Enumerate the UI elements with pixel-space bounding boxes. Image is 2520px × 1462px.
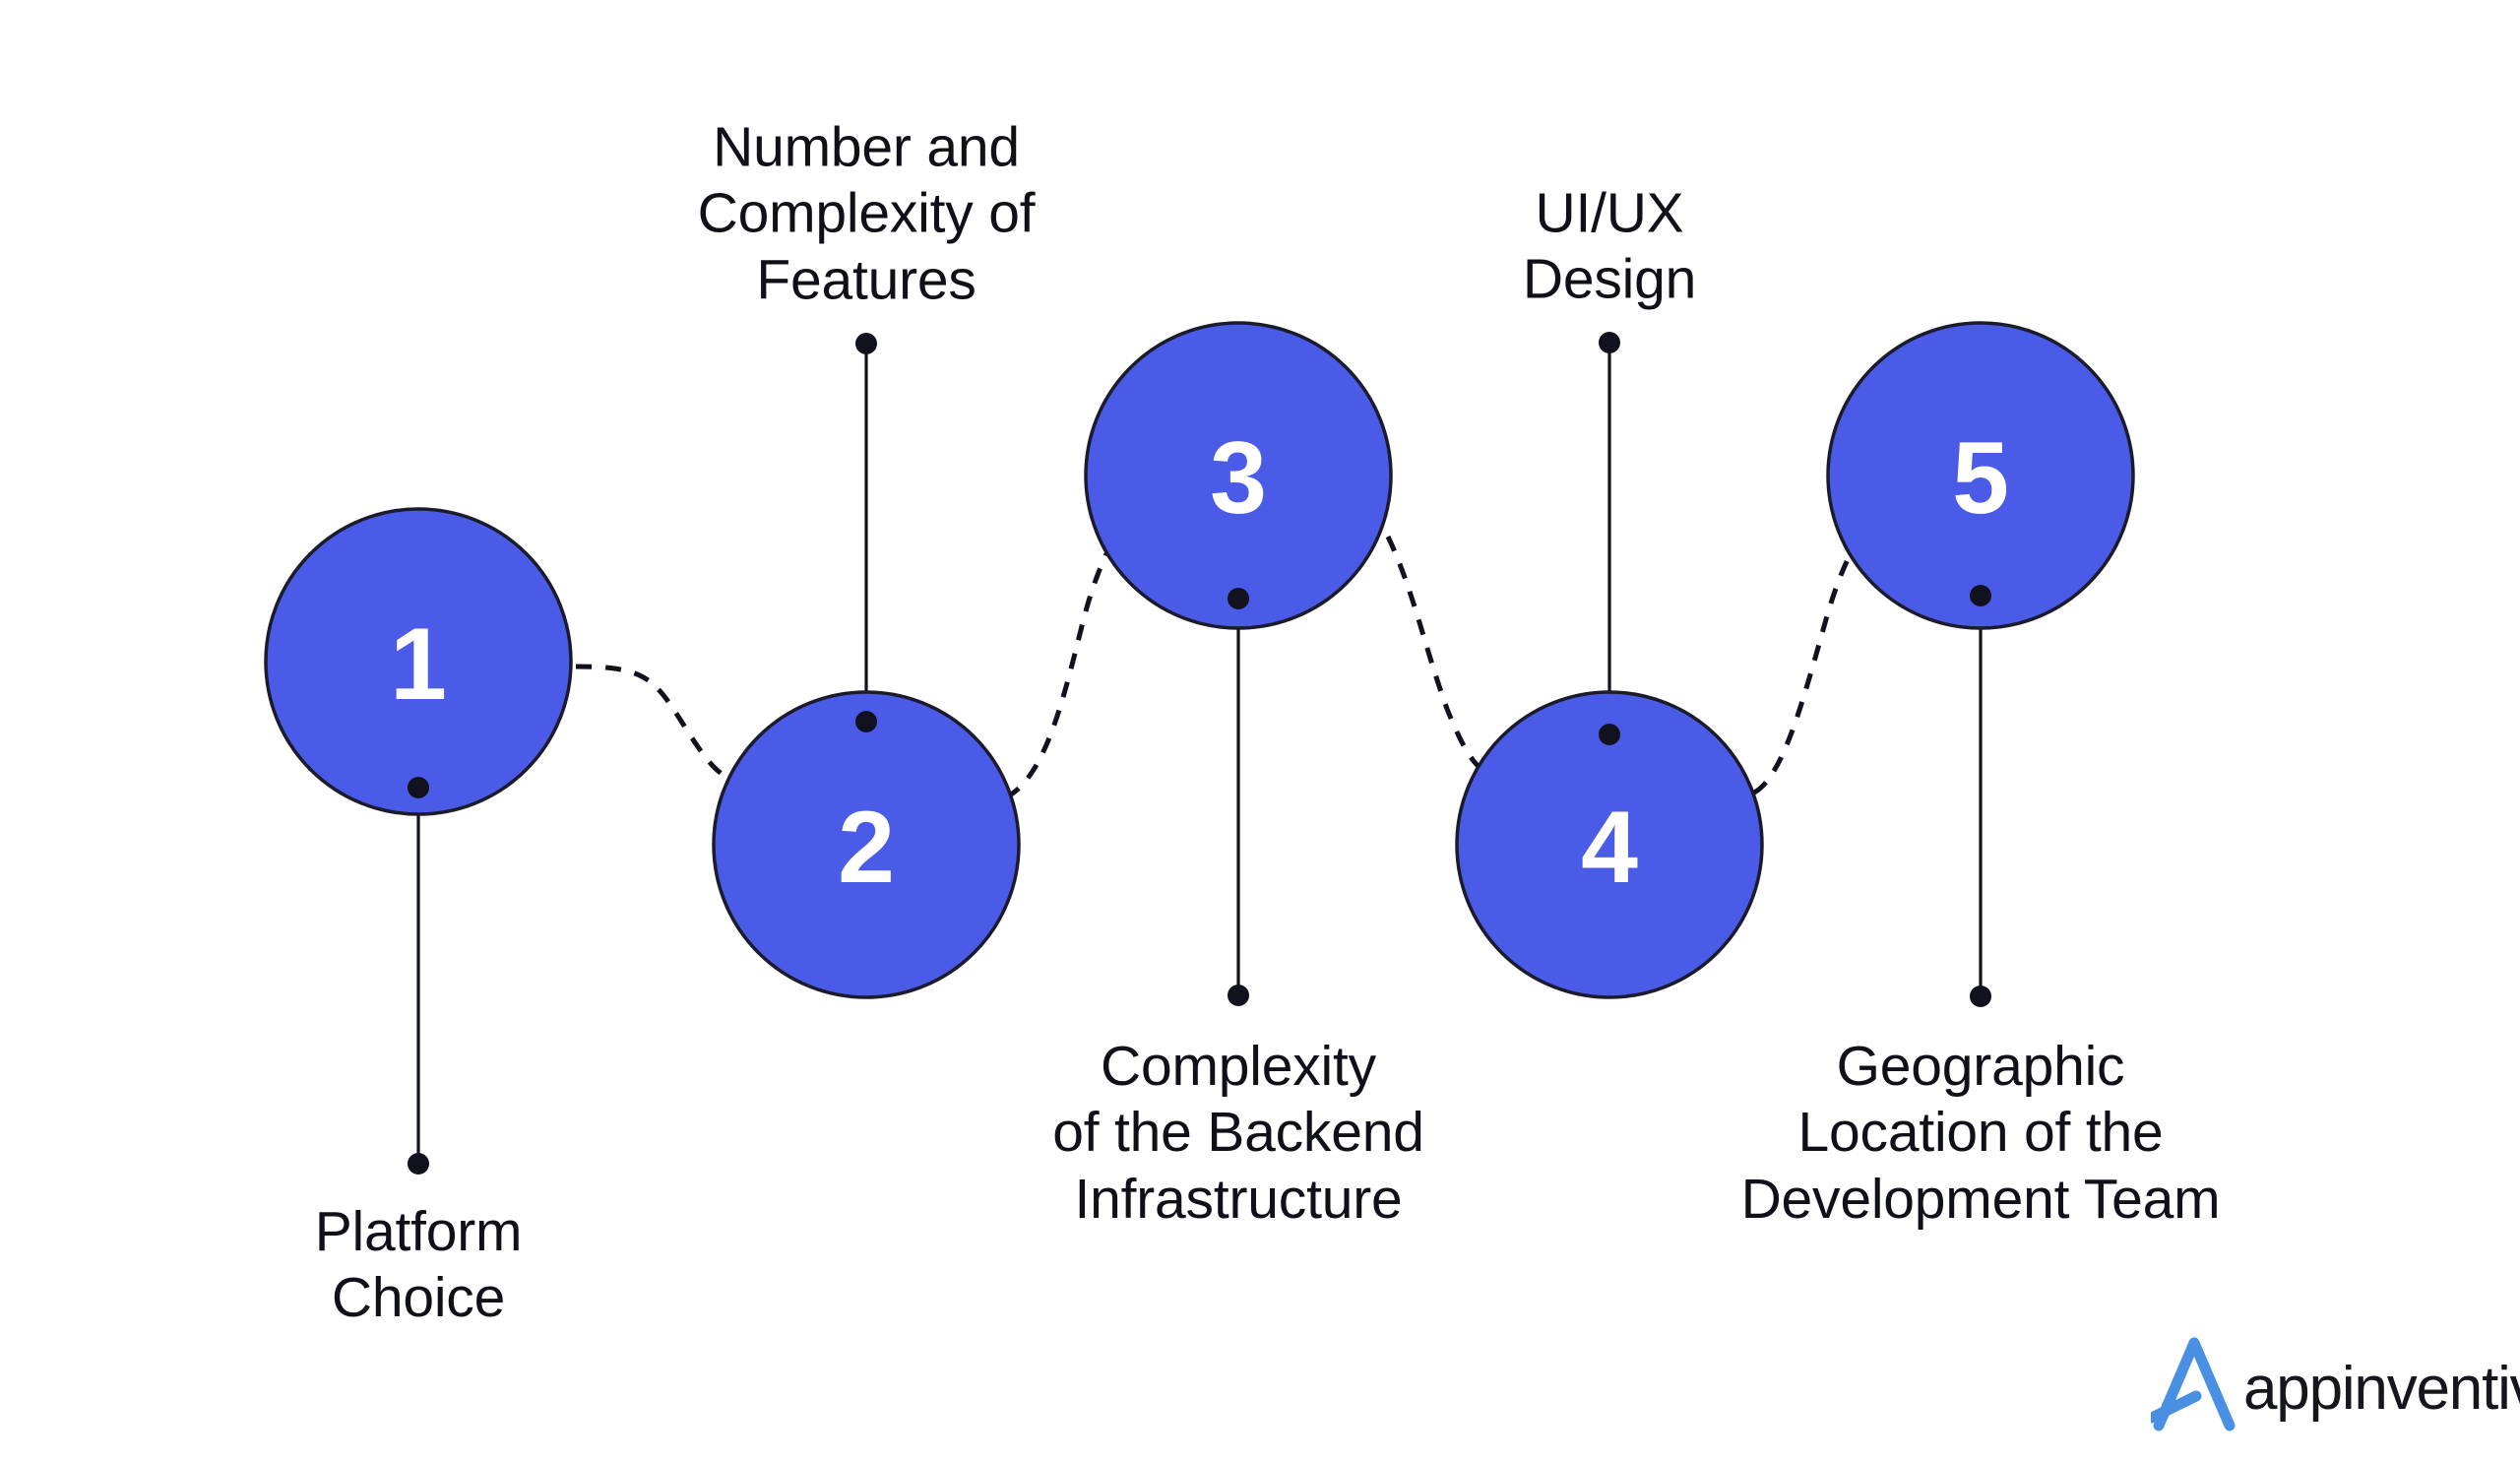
leader-anchor-dot-4	[1599, 724, 1620, 745]
node-group: 1 2 3 4 5	[264, 321, 2135, 999]
connector-1-to-2	[575, 664, 763, 781]
appinventiv-a-mark-icon	[2151, 1337, 2236, 1431]
leader-tip-dot-3	[1228, 985, 1249, 1006]
node-1[interactable]: 1	[264, 507, 573, 816]
node-number-2: 2	[838, 791, 895, 905]
node-label-1: Platform Choice	[314, 1200, 523, 1330]
leader-tip-dot-2	[855, 333, 877, 354]
leader-tip-dot-5	[1970, 985, 1991, 1007]
brand-name: appinventiv	[2243, 1355, 2520, 1423]
connector-3-to-4	[1385, 535, 1510, 776]
node-label-2: Number and Complexity of Features	[697, 115, 1036, 311]
node-label-3: Complexity of the Backend Infrastructure	[1052, 1035, 1424, 1231]
node-number-1: 1	[390, 607, 447, 722]
node-label-4: UI/UX Design	[1522, 181, 1697, 311]
node-2[interactable]: 2	[712, 690, 1021, 999]
node-label-5: Geographic Location of the Development T…	[1740, 1035, 2221, 1231]
node-number-4: 4	[1581, 791, 1638, 905]
leader-tip-dot-1	[408, 1153, 429, 1175]
node-4[interactable]: 4	[1455, 690, 1764, 999]
brand-logo: appinventiv	[2151, 1337, 2520, 1431]
leader-anchor-dot-5	[1970, 585, 1991, 606]
node-circle-5[interactable]	[1826, 321, 2135, 630]
node-number-5: 5	[1952, 421, 2009, 536]
node-circle-1[interactable]	[264, 507, 573, 816]
leader-line-group	[416, 343, 1983, 1164]
node-3[interactable]: 3	[1084, 321, 1393, 630]
leader-anchor-dot-3	[1228, 588, 1249, 609]
leader-dot-group	[408, 332, 1991, 1175]
node-circle-4[interactable]	[1455, 690, 1764, 999]
node-circle-3[interactable]	[1084, 321, 1393, 630]
leader-anchor-dot-1	[408, 777, 429, 798]
node-number-3: 3	[1210, 421, 1267, 536]
leader-tip-dot-4	[1599, 332, 1620, 353]
node-5[interactable]: 5	[1826, 321, 2135, 630]
leader-anchor-dot-2	[855, 711, 877, 732]
node-circle-2[interactable]	[712, 690, 1021, 999]
